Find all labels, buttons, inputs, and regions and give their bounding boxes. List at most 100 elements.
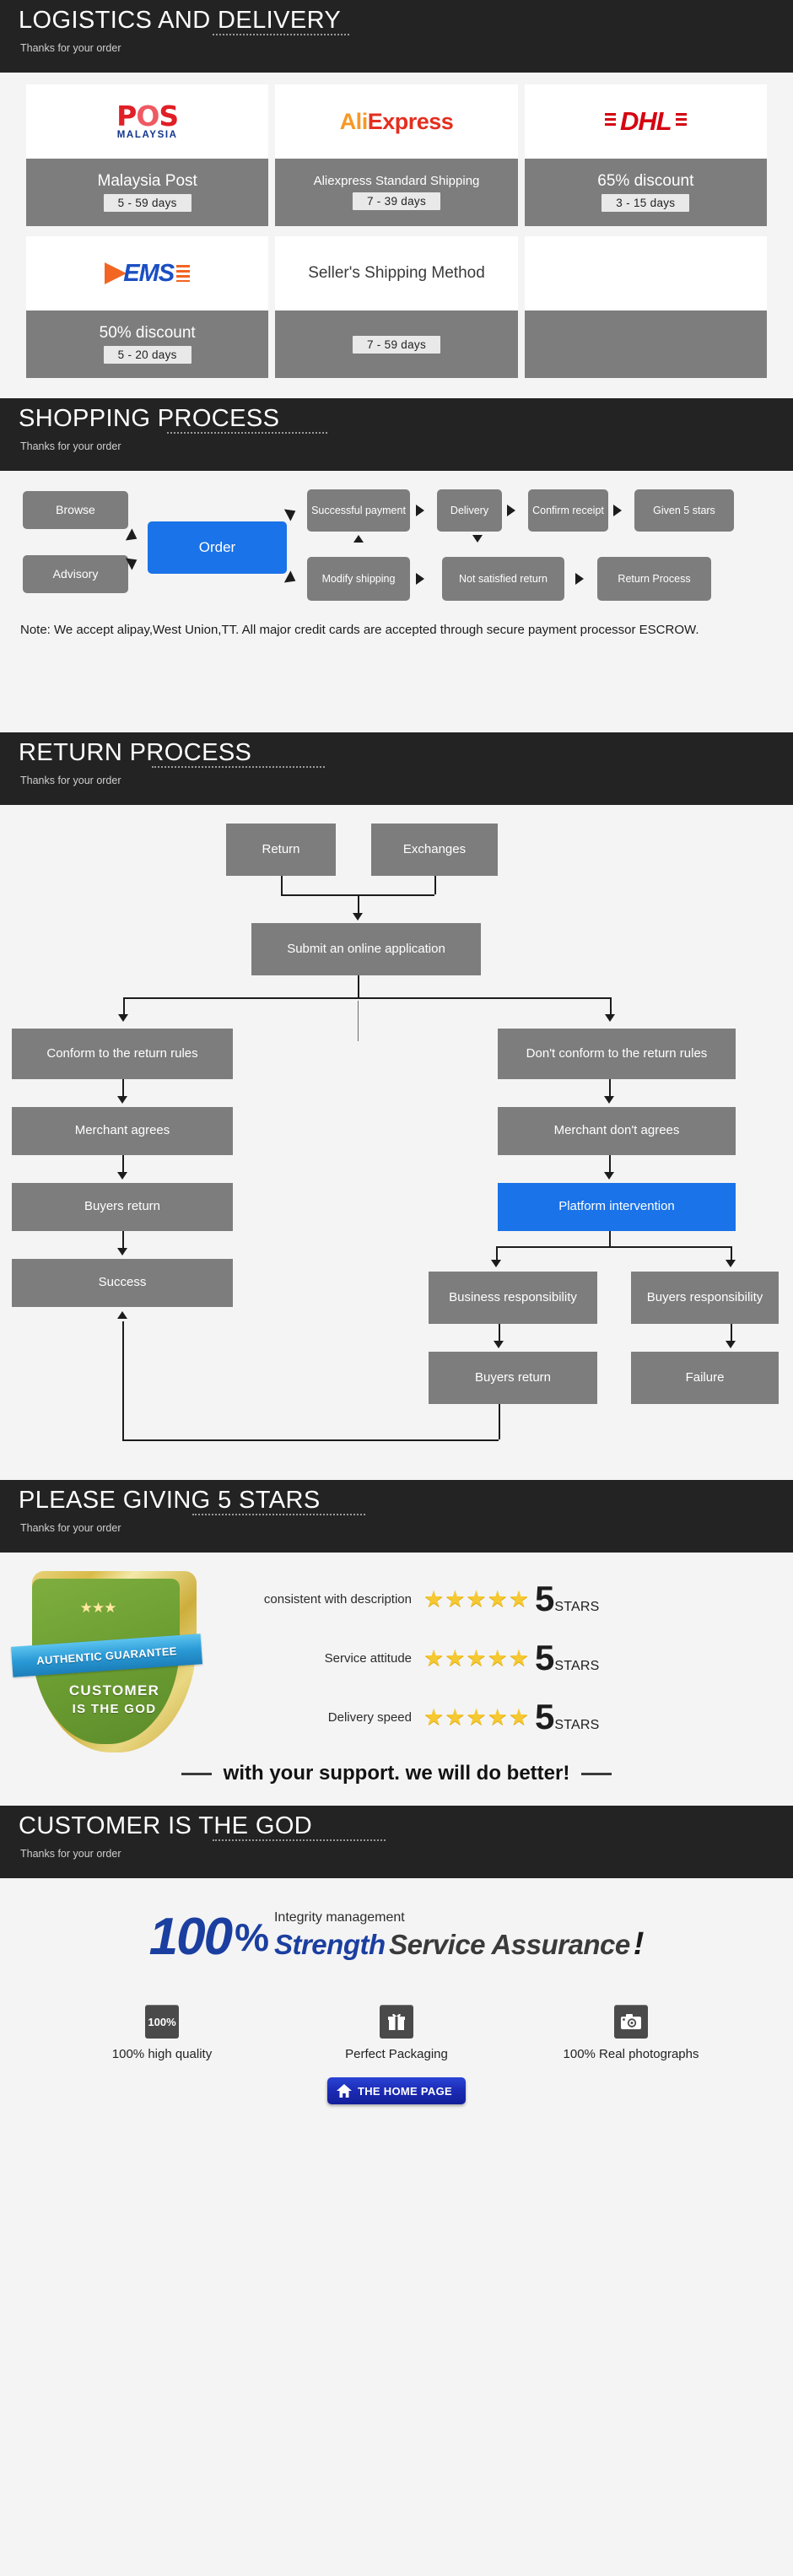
ems-logo: EMS — [105, 260, 191, 288]
rating-row-service-attitude: Service attitude ★★★★★ 5 STARS — [228, 1639, 600, 1677]
flow-node-return-process[interactable]: Return Process — [597, 557, 711, 601]
return-process-flowchart: Return Exchanges Submit an online applic… — [0, 805, 793, 1480]
rating-score: 5 — [535, 1697, 555, 1736]
ems-triangle-mark — [105, 262, 127, 284]
section-banner-logistics: LOGISTICS AND DELIVERY Thanks for your o… — [0, 0, 793, 73]
flow-node-advisory[interactable]: Advisory — [23, 555, 128, 593]
flow-node-delivery[interactable]: Delivery — [437, 489, 502, 532]
home-icon — [336, 2084, 352, 2098]
rating-label: Service attitude — [324, 1650, 412, 1666]
tagline-dash-left — [181, 1773, 212, 1776]
section-title: LOGISTICS AND DELIVERY — [19, 7, 342, 34]
title-dotted-rule — [152, 766, 325, 768]
carrier-info-cell: 50% discount 5 - 20 days — [26, 311, 269, 378]
carrier-logo-cell: POS MALAYSIA — [26, 84, 269, 159]
flow-node-given-5-stars[interactable]: Given 5 stars — [634, 489, 734, 532]
promo-page: LOGISTICS AND DELIVERY Thanks for your o… — [0, 0, 793, 2140]
flow-node-dont-conform[interactable]: Don't conform to the return rules — [498, 1029, 736, 1079]
carrier-logo-cell-empty — [524, 236, 767, 311]
connector-return-loop-down — [499, 1404, 500, 1439]
carrier-info-cell: Aliexpress Standard Shipping 7 - 39 days — [275, 159, 518, 226]
section-subtitle: Thanks for your order — [20, 775, 121, 786]
section-subtitle: Thanks for your order — [20, 1522, 121, 1534]
arrow-business-to-buyersreturn — [494, 1341, 504, 1348]
connector-platform-down — [609, 1231, 611, 1246]
flow-node-submit-application[interactable]: Submit an online application — [251, 923, 481, 975]
flow-node-merchant-dont-agree[interactable]: Merchant don't agrees — [498, 1107, 736, 1155]
flow-node-modify-shipping[interactable]: Modify shipping — [307, 557, 410, 601]
rating-stars-icon: ★★★★★ — [423, 1644, 531, 1671]
flow-node-confirm-receipt[interactable]: Confirm receipt — [528, 489, 608, 532]
gift-icon — [380, 2005, 413, 2039]
shipping-card-seller-method[interactable]: Seller's Shipping Method 7 - 59 days — [275, 236, 518, 378]
carrier-name: Malaysia Post — [97, 172, 197, 191]
connector-exchanges-down — [434, 876, 436, 894]
connector-platform-split — [496, 1246, 732, 1248]
arrow-modify-up-to-payment — [353, 535, 364, 543]
connector-split-right — [610, 997, 612, 1016]
flow-node-buyers-return-right[interactable]: Buyers return — [429, 1352, 597, 1404]
badge-line-1: CUSTOMER — [68, 1682, 160, 1698]
rating-row-description: consistent with description ★★★★★ 5 STAR… — [228, 1580, 600, 1618]
arrow-to-submit-application — [353, 913, 363, 921]
carrier-name: Aliexpress Standard Shipping — [313, 174, 480, 189]
rating-score-suffix: STARS — [554, 1659, 600, 1673]
arrow-payment-to-delivery — [416, 505, 424, 516]
home-page-button[interactable]: THE HOME PAGE — [326, 2077, 467, 2104]
flow-node-successful-payment[interactable]: Successful payment — [307, 489, 410, 532]
rating-label: Delivery speed — [327, 1709, 412, 1725]
flow-node-buyers-return-left[interactable]: Buyers return — [12, 1183, 233, 1231]
rating-row-delivery-speed: Delivery speed ★★★★★ 5 STARS — [228, 1698, 600, 1736]
shipping-card-malaysia-post[interactable]: POS MALAYSIA Malaysia Post 5 - 59 days — [26, 84, 269, 226]
aliexpress-logo: AliExpress — [339, 108, 454, 134]
title-dotted-rule — [167, 432, 327, 434]
flow-node-order[interactable]: Order — [148, 521, 287, 574]
rating-score-suffix: STARS — [554, 1600, 600, 1614]
shipping-card-aliexpress[interactable]: AliExpress Aliexpress Standard Shipping … — [275, 84, 518, 226]
home-page-button-label: THE HOME PAGE — [357, 2084, 453, 2098]
section-title: PLEASE GIVING 5 STARS — [19, 1487, 321, 1514]
camera-icon — [614, 2005, 648, 2039]
arrow-to-buyers-responsibility — [726, 1260, 736, 1267]
flow-node-business-responsibility[interactable]: Business responsibility — [429, 1272, 597, 1324]
flow-node-merchant-agrees[interactable]: Merchant agrees — [12, 1107, 233, 1155]
flow-node-browse[interactable]: Browse — [23, 491, 128, 529]
title-dotted-rule — [213, 34, 349, 35]
feature-list: 100% 100% high quality Perfect Packaging — [0, 2005, 793, 2061]
section-title: SHOPPING PROCESS — [19, 405, 280, 432]
feature-label: 100% high quality — [111, 2047, 213, 2061]
arrow-buyersresp-to-failure — [726, 1341, 736, 1348]
rating-score: 5 — [535, 1579, 555, 1618]
flow-node-failure[interactable]: Failure — [631, 1352, 779, 1404]
connector-platform-right — [731, 1246, 732, 1261]
carrier-name: 65% discount — [597, 172, 694, 191]
flow-node-platform-intervention[interactable]: Platform intervention — [498, 1183, 736, 1231]
flow-node-return[interactable]: Return — [226, 824, 336, 876]
arrow-browse-to-order — [125, 528, 141, 545]
feature-high-quality: 100% 100% high quality — [78, 2005, 246, 2061]
flow-node-buyers-responsibility[interactable]: Buyers responsibility — [631, 1272, 779, 1324]
arrow-merchant-to-buyers-return — [117, 1172, 127, 1180]
badge-line-2: IS THE GOD — [72, 1702, 157, 1716]
flow-node-not-satisfied-return[interactable]: Not satisfied return — [442, 557, 564, 601]
exclamation-mark: ! — [633, 1926, 645, 1962]
integrity-management-label: Integrity management — [273, 1910, 405, 1925]
flow-node-conform[interactable]: Conform to the return rules — [12, 1029, 233, 1079]
section-banner-shopping: SHOPPING PROCESS Thanks for your order — [0, 398, 793, 471]
connector-buyersreturn-down — [122, 1231, 124, 1250]
arrow-buyers-return-to-success — [117, 1248, 127, 1256]
flow-node-exchanges[interactable]: Exchanges — [371, 824, 498, 876]
flow-node-success[interactable]: Success — [12, 1259, 233, 1307]
carrier-info-cell: Malaysia Post 5 - 59 days — [26, 159, 269, 226]
rating-stars-icon: ★★★★★ — [423, 1585, 531, 1612]
pos-logo-subtext: MALAYSIA — [116, 130, 178, 141]
delivery-days-badge: 5 - 20 days — [103, 345, 192, 364]
shipping-card-empty — [524, 236, 767, 378]
shipping-row-1: POS MALAYSIA Malaysia Post 5 - 59 days A… — [26, 84, 767, 226]
connector-platform-left — [496, 1246, 498, 1261]
sellers-method-label: Seller's Shipping Method — [308, 264, 485, 283]
shipping-card-dhl[interactable]: DHL 65% discount 3 - 15 days — [524, 84, 767, 226]
shipping-card-ems[interactable]: EMS 50% discount 5 - 20 days — [26, 236, 269, 378]
